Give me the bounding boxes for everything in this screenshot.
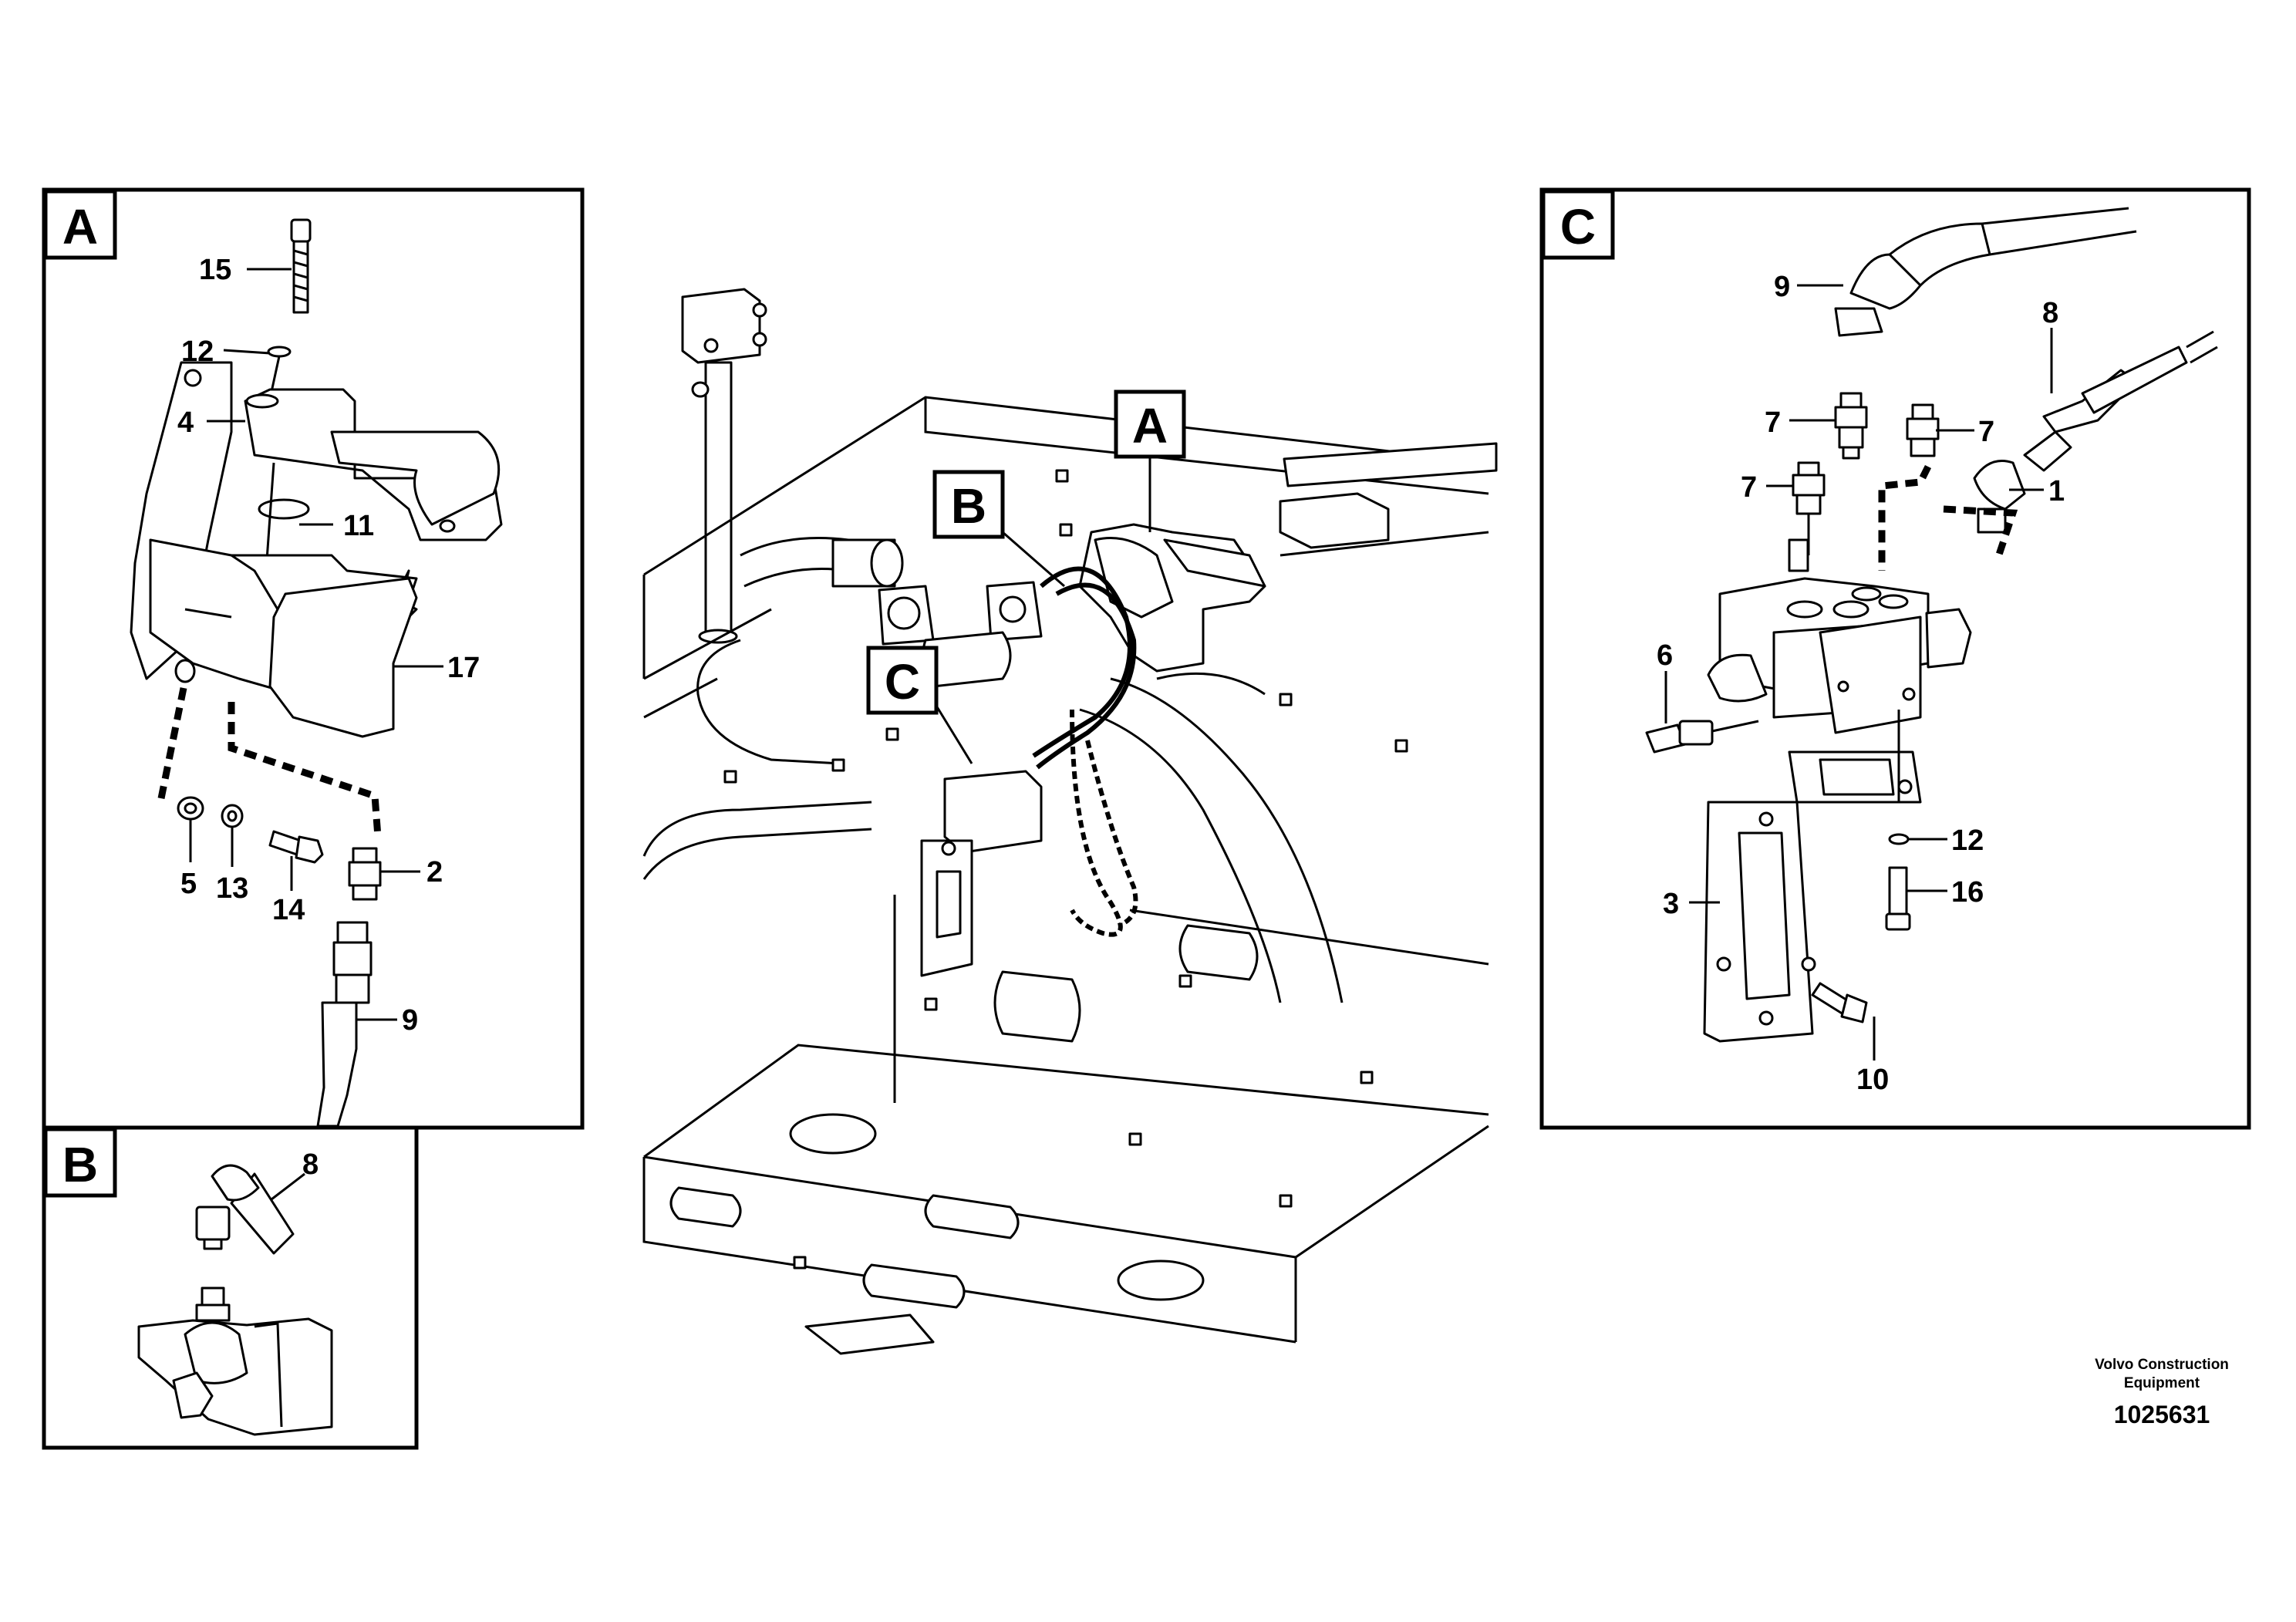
callout-c-3: 3	[1663, 888, 1679, 920]
hose-route-dashed	[157, 687, 187, 803]
bolt-10-part	[1811, 982, 1868, 1023]
bolt-16-part	[1885, 866, 1911, 931]
pump-part	[130, 361, 418, 738]
hose-part	[316, 921, 373, 1128]
inset-b-letter-box	[43, 1127, 117, 1198]
callout-c-7b: 7	[1978, 416, 1994, 448]
callout-c-12: 12	[1951, 824, 1984, 857]
main-b-letter: B	[951, 478, 986, 534]
inset-a-letter-box	[43, 189, 117, 260]
main-c-letter-box	[866, 646, 939, 715]
inset-b: B 8	[42, 1125, 419, 1450]
valve-block-part	[1707, 538, 1972, 734]
callout-5: 5	[180, 868, 197, 900]
adapter-7b-part	[1906, 403, 1940, 457]
hose-elbow-part	[1834, 207, 2137, 337]
callout-2: 2	[426, 856, 443, 889]
bolt-part	[290, 218, 312, 314]
main-a-letter: A	[1132, 398, 1168, 454]
inset-c-letter-box	[1541, 189, 1615, 260]
inset-c-letter: C	[1560, 199, 1596, 255]
inset-a: A	[42, 187, 585, 1130]
callout-11: 11	[343, 510, 374, 542]
elbow-1-part	[1973, 460, 2026, 534]
hose-route-dashed-2	[228, 702, 382, 838]
callout-15: 15	[199, 254, 231, 286]
callout-c-9: 9	[1774, 271, 1790, 303]
callout-c-10: 10	[1856, 1064, 1889, 1096]
callout-c-1: 1	[2048, 475, 2065, 508]
callout-c-7c: 7	[1741, 471, 1757, 504]
bolt-14-part	[268, 830, 324, 864]
drawing-number: 1025631	[2114, 1401, 2210, 1428]
callout-c-8: 8	[2042, 297, 2058, 329]
callout-c-6: 6	[1657, 639, 1673, 672]
callout-4: 4	[177, 406, 194, 439]
elbow-fitting-part	[244, 388, 503, 541]
main-a-letter-box	[1114, 389, 1186, 459]
quick-coupling-part	[1645, 720, 1759, 754]
brand-line-2: Equipment	[2124, 1375, 2200, 1391]
swivel-elbow-part	[195, 1164, 295, 1255]
callout-17: 17	[447, 652, 480, 684]
control-valve-part	[137, 1286, 333, 1436]
adapter-7a-part	[1834, 392, 1868, 460]
inset-c: C	[1539, 187, 2251, 1130]
main-c-letter: C	[885, 654, 920, 710]
adapter-fitting-part	[348, 847, 382, 901]
o-ring-part	[258, 498, 310, 520]
callout-c-7a: 7	[1765, 406, 1781, 439]
washer-c-12-part	[1888, 833, 1910, 845]
callout-9: 9	[402, 1004, 418, 1037]
washer-part	[267, 346, 292, 358]
main-assembly-view: A B C	[642, 288, 1498, 1355]
footer-brand: Volvo Construction Equipment 1025631	[2095, 1357, 2229, 1428]
adapter-7c-part	[1792, 461, 1826, 515]
inset-a-letter: A	[62, 199, 98, 255]
callout-c-16: 16	[1951, 876, 1984, 909]
main-b-letter-box	[932, 470, 1005, 539]
inset-c-frame	[1539, 187, 2251, 1130]
inset-b-frame	[42, 1125, 419, 1450]
inset-b-letter: B	[62, 1137, 98, 1192]
brand-line-1: Volvo Construction	[2095, 1357, 2229, 1373]
hose-8-part	[2023, 330, 2218, 472]
callout-13: 13	[216, 872, 248, 905]
callout-12: 12	[181, 336, 214, 368]
callout-14: 14	[272, 894, 305, 926]
callout-b-8: 8	[302, 1148, 319, 1181]
seal-washer-part	[177, 796, 204, 821]
washer-13-part	[221, 804, 244, 828]
mounting-bracket-part	[1703, 750, 1922, 1043]
